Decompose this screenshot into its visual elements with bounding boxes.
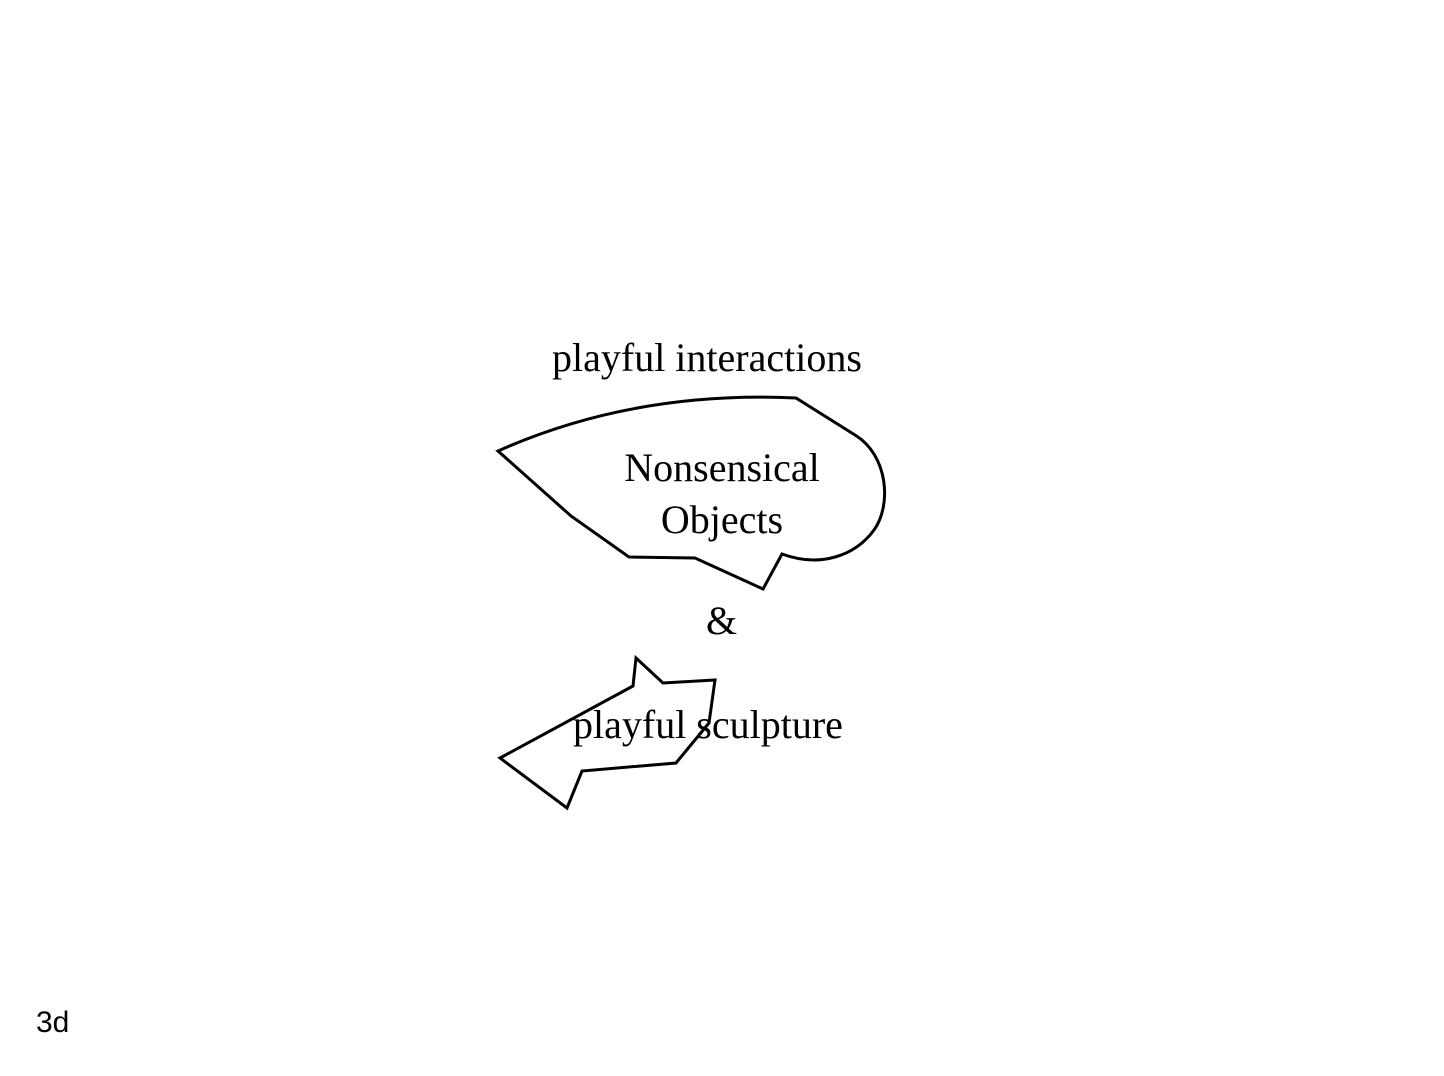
cloud-label-line-2: Objects	[660, 497, 784, 542]
cloud-blob-shape	[495, 395, 887, 591]
cloud-label: Nonsensical Objects	[604, 442, 840, 546]
slide-heading: playful interactions	[552, 335, 862, 380]
sculpture-arrow-shape	[497, 654, 717, 811]
cloud-label-line-1: Nonsensical	[624, 445, 820, 490]
sculpture-label: playful sculpture	[573, 702, 843, 747]
footer-label: 3d	[36, 1006, 70, 1039]
connector-ampersand: &	[706, 598, 738, 643]
